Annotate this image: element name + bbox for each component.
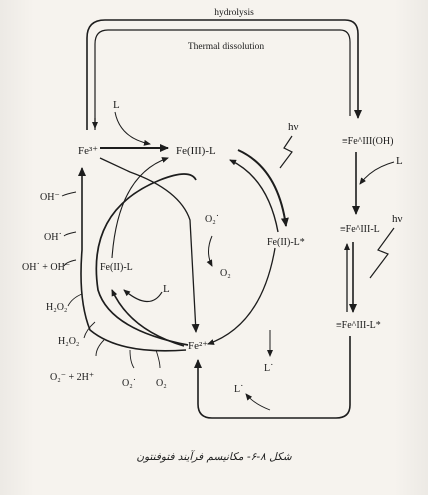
superoxide-bottom-arrow	[129, 349, 135, 369]
light-zigzag-top	[279, 135, 293, 169]
oh-minus-arrow	[61, 191, 77, 197]
fe2-to-fe2l-arc	[111, 289, 185, 347]
fe3-to-fe2-arrow	[99, 157, 200, 333]
thermal-dissolution-label: Thermal dissolution	[188, 42, 265, 52]
hv-right-label: hν	[392, 213, 403, 225]
surface-to-fe2-loop	[194, 336, 351, 419]
h2o2-a-arrow	[67, 293, 83, 307]
surface-fe-oh-label: ≡Fe^III(OH)	[342, 136, 393, 147]
ligand-l-right: L	[396, 155, 403, 167]
fe2-l-star-label: Fe(II)-L*	[267, 237, 305, 248]
fe2l-star-to-fe2-arc	[207, 247, 276, 345]
hv-top-label: hν	[288, 121, 299, 133]
surface-fe-l-star-label: ≡Fe^III-L*	[336, 320, 381, 331]
fe3l-fe2l-star-arcs	[229, 149, 289, 233]
ligand-bottom-arrow	[245, 393, 271, 411]
o2-2h-label: O₂⁻ + 2H⁺	[50, 372, 94, 383]
oxygen-bottom-arrow	[155, 349, 161, 369]
hydrolysis-label: hydrolysis	[214, 8, 254, 18]
h2o2-a-label: H₂O₂	[46, 302, 67, 313]
ligand-l-mid: L	[163, 283, 170, 295]
superoxide-bottom-label: O₂˙	[122, 378, 136, 389]
oh-dot-arrow	[63, 231, 77, 237]
h2o2-b-arrow	[83, 321, 96, 339]
ligand-mid-arrow	[123, 289, 163, 303]
surface-fe-l-label: ≡Fe^III-L	[340, 224, 380, 235]
fenton-chain-arrow	[78, 167, 187, 352]
oxygen-bottom-label: O₂	[156, 378, 167, 389]
outer-fe2-curve	[95, 173, 197, 346]
oxygen-top-label: O₂	[220, 268, 231, 279]
fe3-to-fe3l-arrow	[100, 111, 169, 152]
superoxide-arrow	[206, 235, 213, 267]
ligand-radical-bottom: L˙	[234, 384, 243, 395]
fe2-label: Fe²⁺	[188, 340, 208, 352]
hydrolysis-loop	[86, 19, 362, 130]
superoxide-top-label: O₂˙	[205, 214, 219, 225]
fe3-label: Fe³⁺	[78, 145, 98, 157]
ligand-radical-mid: L˙	[264, 363, 273, 374]
light-zigzag-right	[369, 227, 395, 279]
ligand-right-arrow	[359, 161, 395, 185]
hydroxyl-pair-label: OH˙ + OH⁻	[22, 262, 70, 273]
fe3-l-label: Fe(III)-L	[176, 145, 216, 157]
h2o2-b-label: H₂O₂	[58, 336, 79, 347]
fe2-l-label: Fe(II)-L	[100, 262, 133, 273]
figure-caption: شکل ۸-۶- مکانیسم فرآیند فتوفنتون	[136, 450, 291, 463]
oh-pair-arrow	[63, 259, 77, 267]
o2-2h-arrow	[95, 339, 105, 357]
ligand-l-left: L	[113, 99, 120, 111]
fe2l-to-fe3l-arrow	[111, 157, 169, 259]
hydroxyl-radical-label: OH˙	[44, 232, 62, 243]
hydroxide-label: OH⁻	[40, 192, 60, 203]
